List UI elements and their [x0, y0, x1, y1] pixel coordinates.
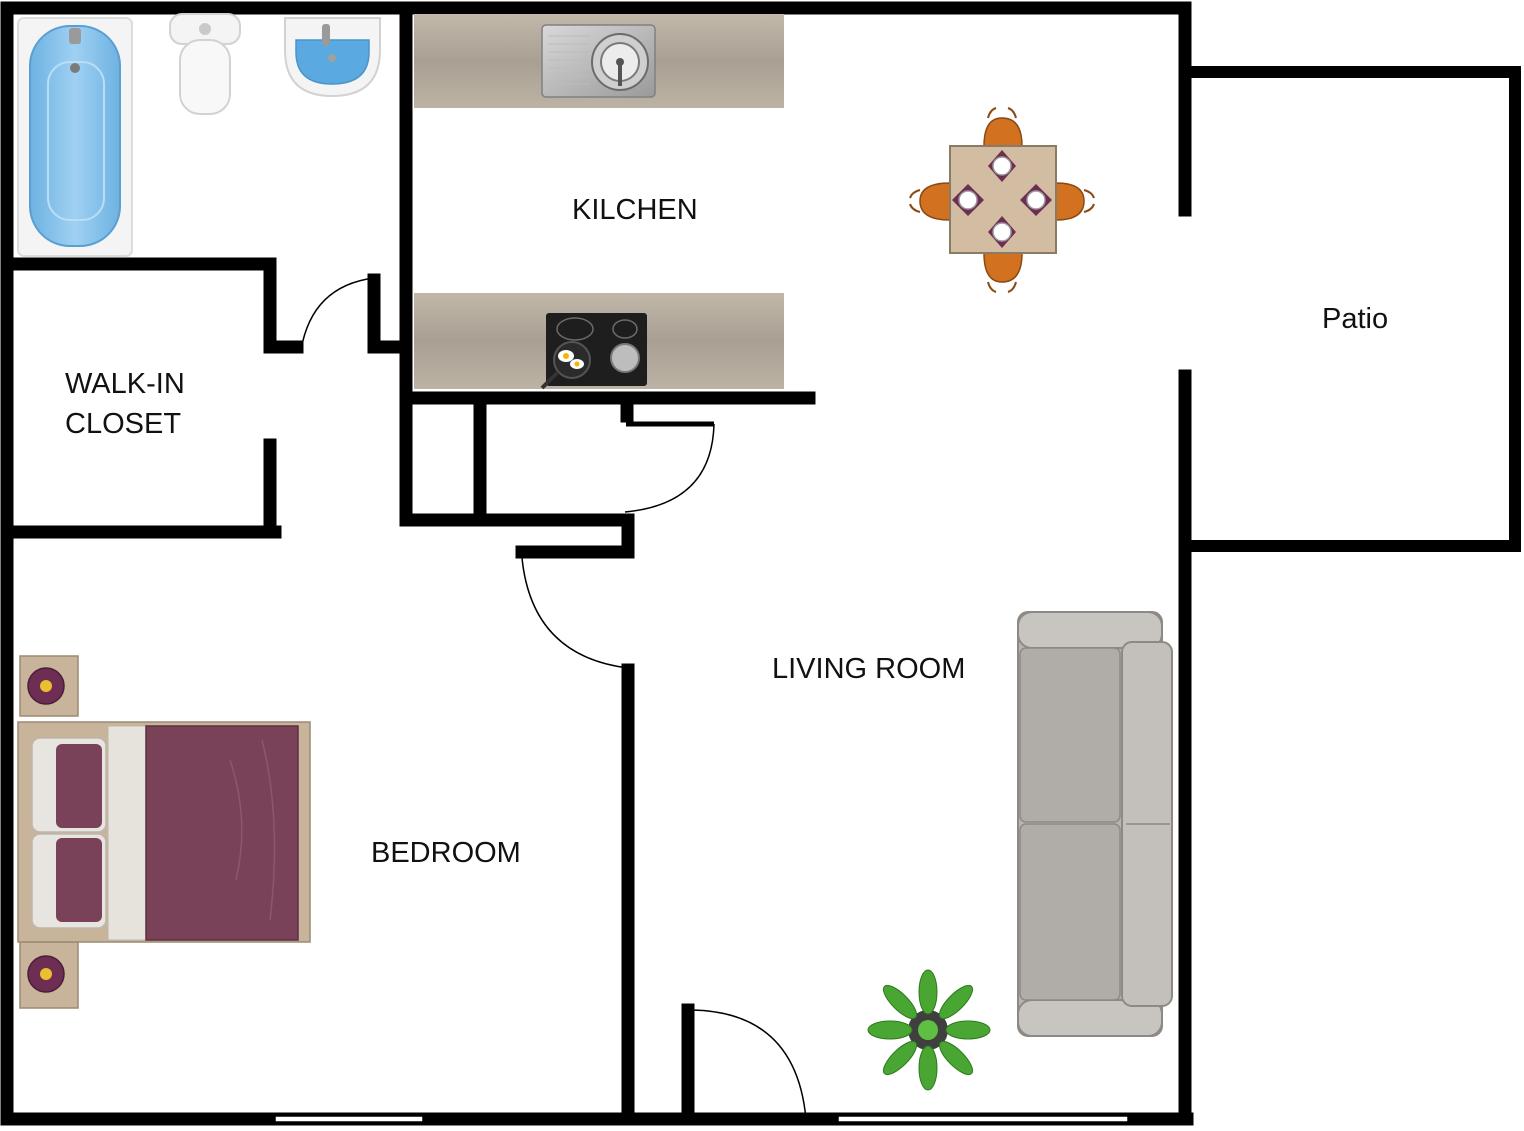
bathroom-sink-icon — [284, 17, 381, 98]
patio-label: Patio — [1322, 303, 1388, 335]
bedroom-label: BEDROOM — [371, 837, 521, 869]
kitchen-label: KILCHEN — [572, 194, 698, 226]
dining-set — [909, 107, 1095, 293]
toilet-icon — [169, 13, 241, 115]
sofa-icon — [1017, 611, 1173, 1037]
living-room-label: LIVING ROOM — [772, 653, 965, 685]
walls — [0, 1, 1194, 1126]
bedroom-door-swing — [521, 557, 629, 669]
room-labels: KILCHEN WALK-IN CLOSET Patio LIVING ROOM… — [65, 194, 1388, 869]
bathtub-icon — [17, 17, 133, 257]
bathroom-door-swing — [300, 277, 375, 351]
bed-icon — [17, 721, 311, 943]
entry-door-swing — [691, 1009, 807, 1120]
windows — [274, 1115, 1129, 1123]
cooktop-icon — [540, 313, 647, 390]
closet-label-line1: WALK-IN — [65, 368, 185, 400]
lamp-icon — [27, 667, 65, 993]
closet-label-line2: CLOSET — [65, 408, 181, 440]
plant-icon — [867, 969, 991, 1091]
bedroom-window — [274, 1115, 424, 1123]
doors — [300, 277, 807, 1120]
pantry-door-swing — [624, 423, 715, 513]
living-window — [837, 1115, 1129, 1123]
place-settings — [952, 150, 1052, 248]
patio-walls — [1179, 66, 1521, 552]
chair-icon — [919, 117, 1085, 283]
kitchen-sink-icon — [541, 24, 656, 98]
